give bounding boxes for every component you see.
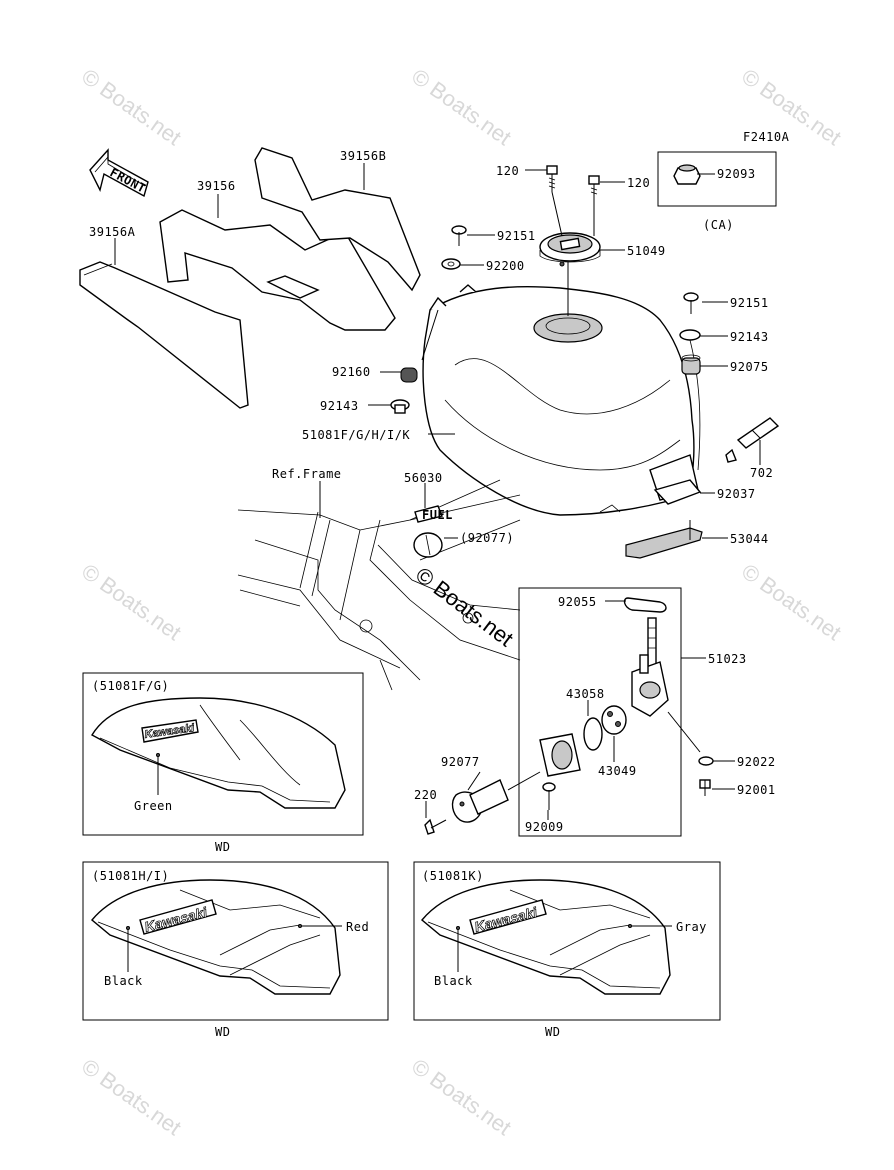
callout-92001: 92001 xyxy=(737,783,776,797)
watermark: © Boats.net xyxy=(77,1054,186,1141)
callout-120-b: 120 xyxy=(627,176,650,190)
callout-51049: 51049 xyxy=(627,244,666,258)
watermark: © Boats.net xyxy=(737,559,846,646)
screw-220 xyxy=(424,818,447,835)
callout-39156: 39156 xyxy=(197,179,236,193)
nut-92093 xyxy=(673,164,701,185)
caption-wd-2: WD xyxy=(215,1025,230,1039)
callouts: 120 120 92093 (CA) 39156B 39156 39156A 9… xyxy=(89,149,776,834)
variant-box xyxy=(82,861,389,1021)
callout-53044: 53044 xyxy=(730,532,769,546)
callout-92143-left: 92143 xyxy=(320,399,359,413)
caption-wd-1: WD xyxy=(215,840,230,854)
variant-box xyxy=(413,861,721,1021)
lever-92077 xyxy=(451,779,509,823)
heat-insulator-39156B xyxy=(254,147,421,292)
variant-title: (51081F/G) xyxy=(92,679,169,693)
variant-title: (51081H/I) xyxy=(92,869,169,883)
callout-92075: 92075 xyxy=(730,360,769,374)
decal-56030 xyxy=(414,505,443,523)
callout-92037: 92037 xyxy=(717,487,756,501)
collar-92143-left xyxy=(390,399,410,414)
front-arrow: FRONT xyxy=(89,148,149,198)
ca-box xyxy=(657,151,777,207)
o-ring-43058 xyxy=(583,717,603,751)
callout-92077: 92077 xyxy=(441,755,480,769)
bolt-120-b xyxy=(588,175,600,200)
variant-51081K: (51081K) Kawasaki Gray Black xyxy=(413,861,721,1021)
callout-92022: 92022 xyxy=(737,755,776,769)
variant-box xyxy=(82,672,364,836)
collar-92143-right xyxy=(679,329,701,341)
watermark: © Boats.net xyxy=(77,559,186,646)
bolt-92001 xyxy=(699,779,711,796)
watermark: © Boats.net xyxy=(407,1054,516,1141)
callout-92151-right: 92151 xyxy=(730,296,769,310)
callout-39156A: 39156A xyxy=(89,225,136,239)
damper-92075 xyxy=(681,354,701,375)
callout-92009: 92009 xyxy=(525,820,564,834)
washer-92200 xyxy=(441,258,461,270)
color-red: Red xyxy=(346,920,369,934)
callout-ca: (CA) xyxy=(703,218,734,232)
frame-reference: FUEL xyxy=(237,479,521,691)
heat-insulator-39156A xyxy=(79,261,249,409)
callout-92160: 92160 xyxy=(332,365,371,379)
callout-43058: 43058 xyxy=(566,687,605,701)
figure-code: F2410A xyxy=(743,130,790,144)
callout-220: 220 xyxy=(414,788,437,802)
color-black: Black xyxy=(104,974,143,988)
screw-92009 xyxy=(542,782,556,810)
fuel-cock-box xyxy=(518,587,682,837)
cock-body-part xyxy=(539,733,581,777)
heat-insulator-39156 xyxy=(159,209,396,331)
callout-120-a: 120 xyxy=(496,164,519,178)
damper-92160 xyxy=(400,367,418,383)
callout-92143-right: 92143 xyxy=(730,330,769,344)
fuel-decal-text: FUEL xyxy=(422,508,453,522)
variant-51081FG: (51081F/G) Kawasaki Green xyxy=(82,672,364,836)
fuel-tank xyxy=(422,284,701,516)
callout-92151-left: 92151 xyxy=(497,229,536,243)
leader-lines xyxy=(114,163,761,820)
bolt-92151-left xyxy=(451,225,467,246)
fuel-cock-location-92077 xyxy=(413,532,443,558)
color-green: Green xyxy=(134,799,173,813)
variant-51081HI: (51081H/I) Kawasaki Red Black xyxy=(82,861,389,1021)
color-black: Black xyxy=(434,974,473,988)
variant-title: (51081K) xyxy=(422,869,484,883)
callout-ref-frame: Ref.Frame xyxy=(272,467,342,481)
gasket-92055 xyxy=(623,597,667,613)
callout-56030: 56030 xyxy=(404,471,443,485)
caption-wd-3: WD xyxy=(545,1025,560,1039)
callout-92093: 92093 xyxy=(717,167,756,181)
callout-92200: 92200 xyxy=(486,259,525,273)
callout-92077-ref: (92077) xyxy=(460,531,514,545)
watermark-center: © Boats.net xyxy=(411,562,518,651)
lever-plate-43049 xyxy=(601,705,627,735)
watermark: © Boats.net xyxy=(77,64,186,151)
bolt-120-a xyxy=(546,165,558,192)
watermark: © Boats.net xyxy=(407,64,516,151)
bracket-53044 xyxy=(625,527,703,559)
color-gray: Gray xyxy=(676,920,707,934)
bracket-92037 xyxy=(653,479,702,505)
front-label: FRONT xyxy=(108,165,149,195)
callout-39156B: 39156B xyxy=(340,149,386,163)
bolt-92151-right xyxy=(683,292,699,314)
hose-702 xyxy=(725,417,780,463)
washer-92022 xyxy=(698,756,714,766)
fuel-cap-51049 xyxy=(539,232,601,267)
callout-92055: 92055 xyxy=(558,595,597,609)
callout-43049: 43049 xyxy=(598,764,637,778)
callout-51081: 51081F/G/H/I/K xyxy=(302,428,410,442)
callout-51023: 51023 xyxy=(708,652,747,666)
callout-702: 702 xyxy=(750,466,773,480)
fuel-cock-51023 xyxy=(631,617,669,717)
